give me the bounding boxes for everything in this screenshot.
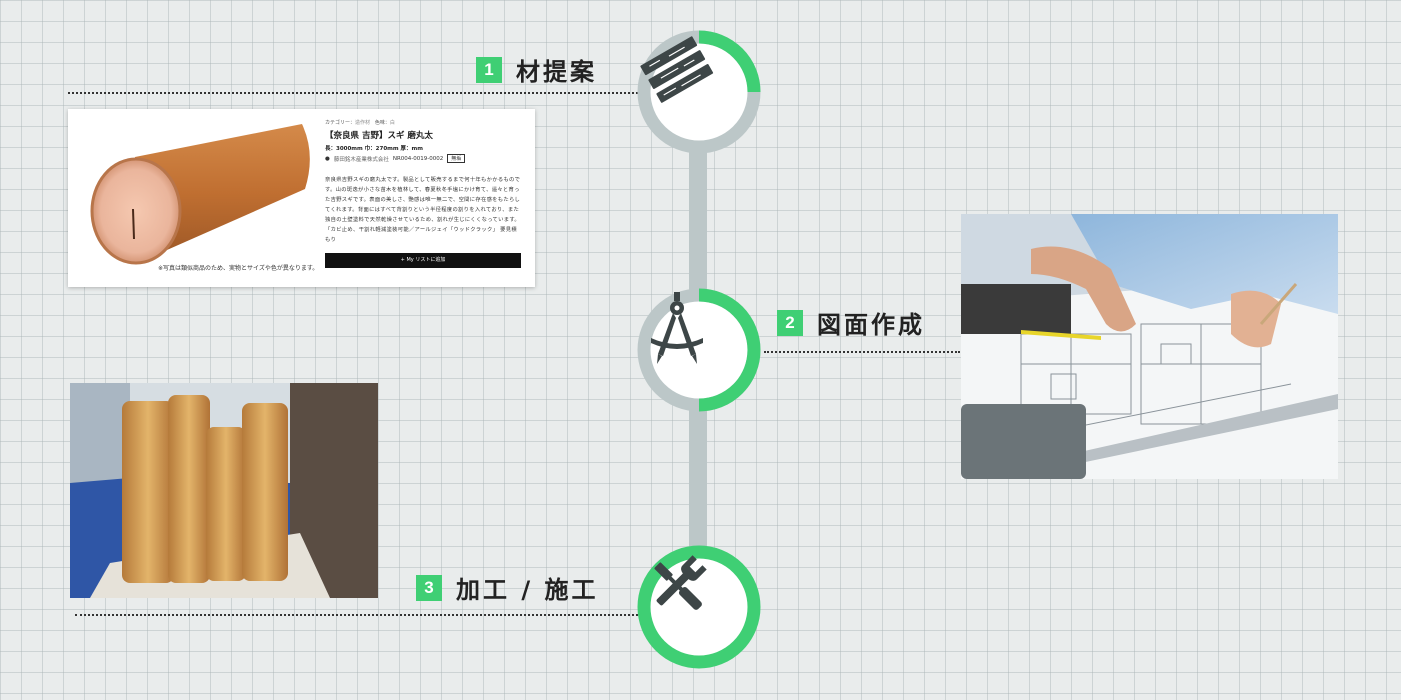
- material-badge: 無垢: [447, 154, 466, 163]
- log-photo: [80, 119, 312, 279]
- category-value: 造作材: [355, 120, 371, 126]
- category-label: カテゴリー：: [325, 120, 356, 126]
- product-info: カテゴリー：造作材 色味：白 【奈良県 吉野】スギ 磨丸太 長：3000mm 巾…: [325, 119, 521, 268]
- step-2-title: 2 図面作成: [777, 305, 925, 340]
- step-2-label: 図面作成: [817, 311, 925, 339]
- product-code: NR004-0019-0002: [392, 155, 444, 162]
- product-seller-row: ● 藤田銘木産業株式会社 NR004-0019-0002 無垢: [325, 154, 521, 163]
- logs-photo: [70, 383, 378, 598]
- connector-step-1: [68, 92, 638, 94]
- add-to-my-list-button[interactable]: + My リストに追加: [325, 253, 521, 268]
- product-title: 【奈良県 吉野】スギ 磨丸太: [325, 131, 433, 141]
- step-1-node: [637, 30, 761, 154]
- product-meta: カテゴリー：造作材 色味：白: [325, 119, 521, 126]
- step-1-label: 材提案: [516, 58, 597, 86]
- step-2-number: 2: [777, 309, 803, 336]
- drafting-compass-icon: [651, 292, 703, 364]
- step-3-node: [637, 545, 761, 669]
- product-dimensions: 長：3000mm 巾：270mm 厚：mm: [325, 146, 424, 152]
- step-3-label: 加工 / 施工: [456, 576, 599, 604]
- lumber-icon: [640, 36, 714, 103]
- step-3-title: 3 加工 / 施工: [416, 570, 598, 605]
- photo-caption: ※写真は類似商品のため、実物とサイズや色が異なります。: [158, 265, 319, 272]
- blueprint-photo: [961, 214, 1338, 479]
- location-pin-icon: ●: [325, 155, 330, 162]
- product-description: 奈良県吉野スギの磨丸太です。製品として販売するまで何十年もかかるものです。山の斑…: [325, 177, 521, 243]
- color-value: 白: [389, 120, 395, 126]
- step-2-node: [637, 288, 761, 412]
- tools-icon: [654, 555, 707, 610]
- connector-step-3: [75, 614, 638, 616]
- connector-step-2: [764, 351, 960, 353]
- step-3-number: 3: [416, 574, 442, 601]
- seller-name[interactable]: 藤田銘木産業株式会社: [333, 156, 389, 163]
- step-1-number: 1: [476, 56, 502, 83]
- step-1-title: 1 材提案: [476, 52, 597, 87]
- product-card: ※写真は類似商品のため、実物とサイズや色が異なります。 カテゴリー：造作材 色味…: [68, 109, 535, 287]
- color-label: 色味：: [374, 120, 390, 126]
